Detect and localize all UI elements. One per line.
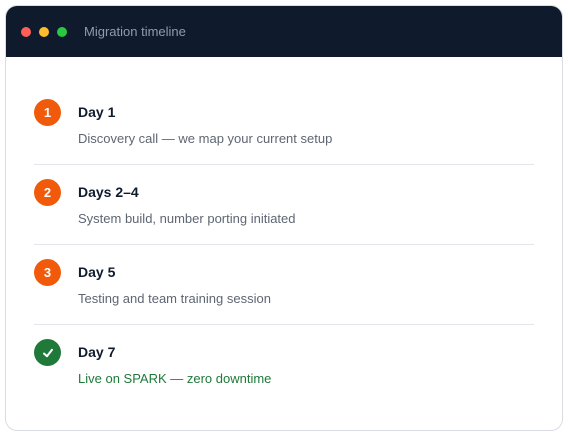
migration-timeline-window: Migration timeline 1 Day 1 Discovery cal… xyxy=(5,5,563,431)
step-description: Testing and team training session xyxy=(78,291,271,306)
step-complete-badge xyxy=(34,339,61,366)
timeline-step-3: 3 Day 5 Testing and team training sessio… xyxy=(34,245,534,325)
timeline-step-4: Day 7 Live on SPARK — zero downtime xyxy=(34,325,534,405)
step-number-badge: 3 xyxy=(34,259,61,286)
window-title: Migration timeline xyxy=(84,24,186,39)
step-number-badge: 1 xyxy=(34,99,61,126)
minimize-window-button[interactable] xyxy=(39,26,49,37)
step-description: Discovery call — we map your current set… xyxy=(78,131,333,146)
close-window-button[interactable] xyxy=(21,26,31,37)
step-title: Days 2–4 xyxy=(78,184,139,200)
window-titlebar: Migration timeline xyxy=(6,6,562,57)
timeline-step-2: 2 Days 2–4 System build, number porting … xyxy=(34,165,534,245)
step-description: Live on SPARK — zero downtime xyxy=(78,371,272,386)
step-title: Day 5 xyxy=(78,264,116,280)
maximize-window-button[interactable] xyxy=(57,26,67,37)
timeline-step-1: 1 Day 1 Discovery call — we map your cur… xyxy=(34,85,534,165)
check-icon xyxy=(42,348,53,357)
step-title: Day 1 xyxy=(78,104,116,120)
step-number-badge: 2 xyxy=(34,179,61,206)
step-description: System build, number porting initiated xyxy=(78,211,296,226)
step-title: Day 7 xyxy=(78,344,116,360)
timeline-list: 1 Day 1 Discovery call — we map your cur… xyxy=(6,57,562,405)
